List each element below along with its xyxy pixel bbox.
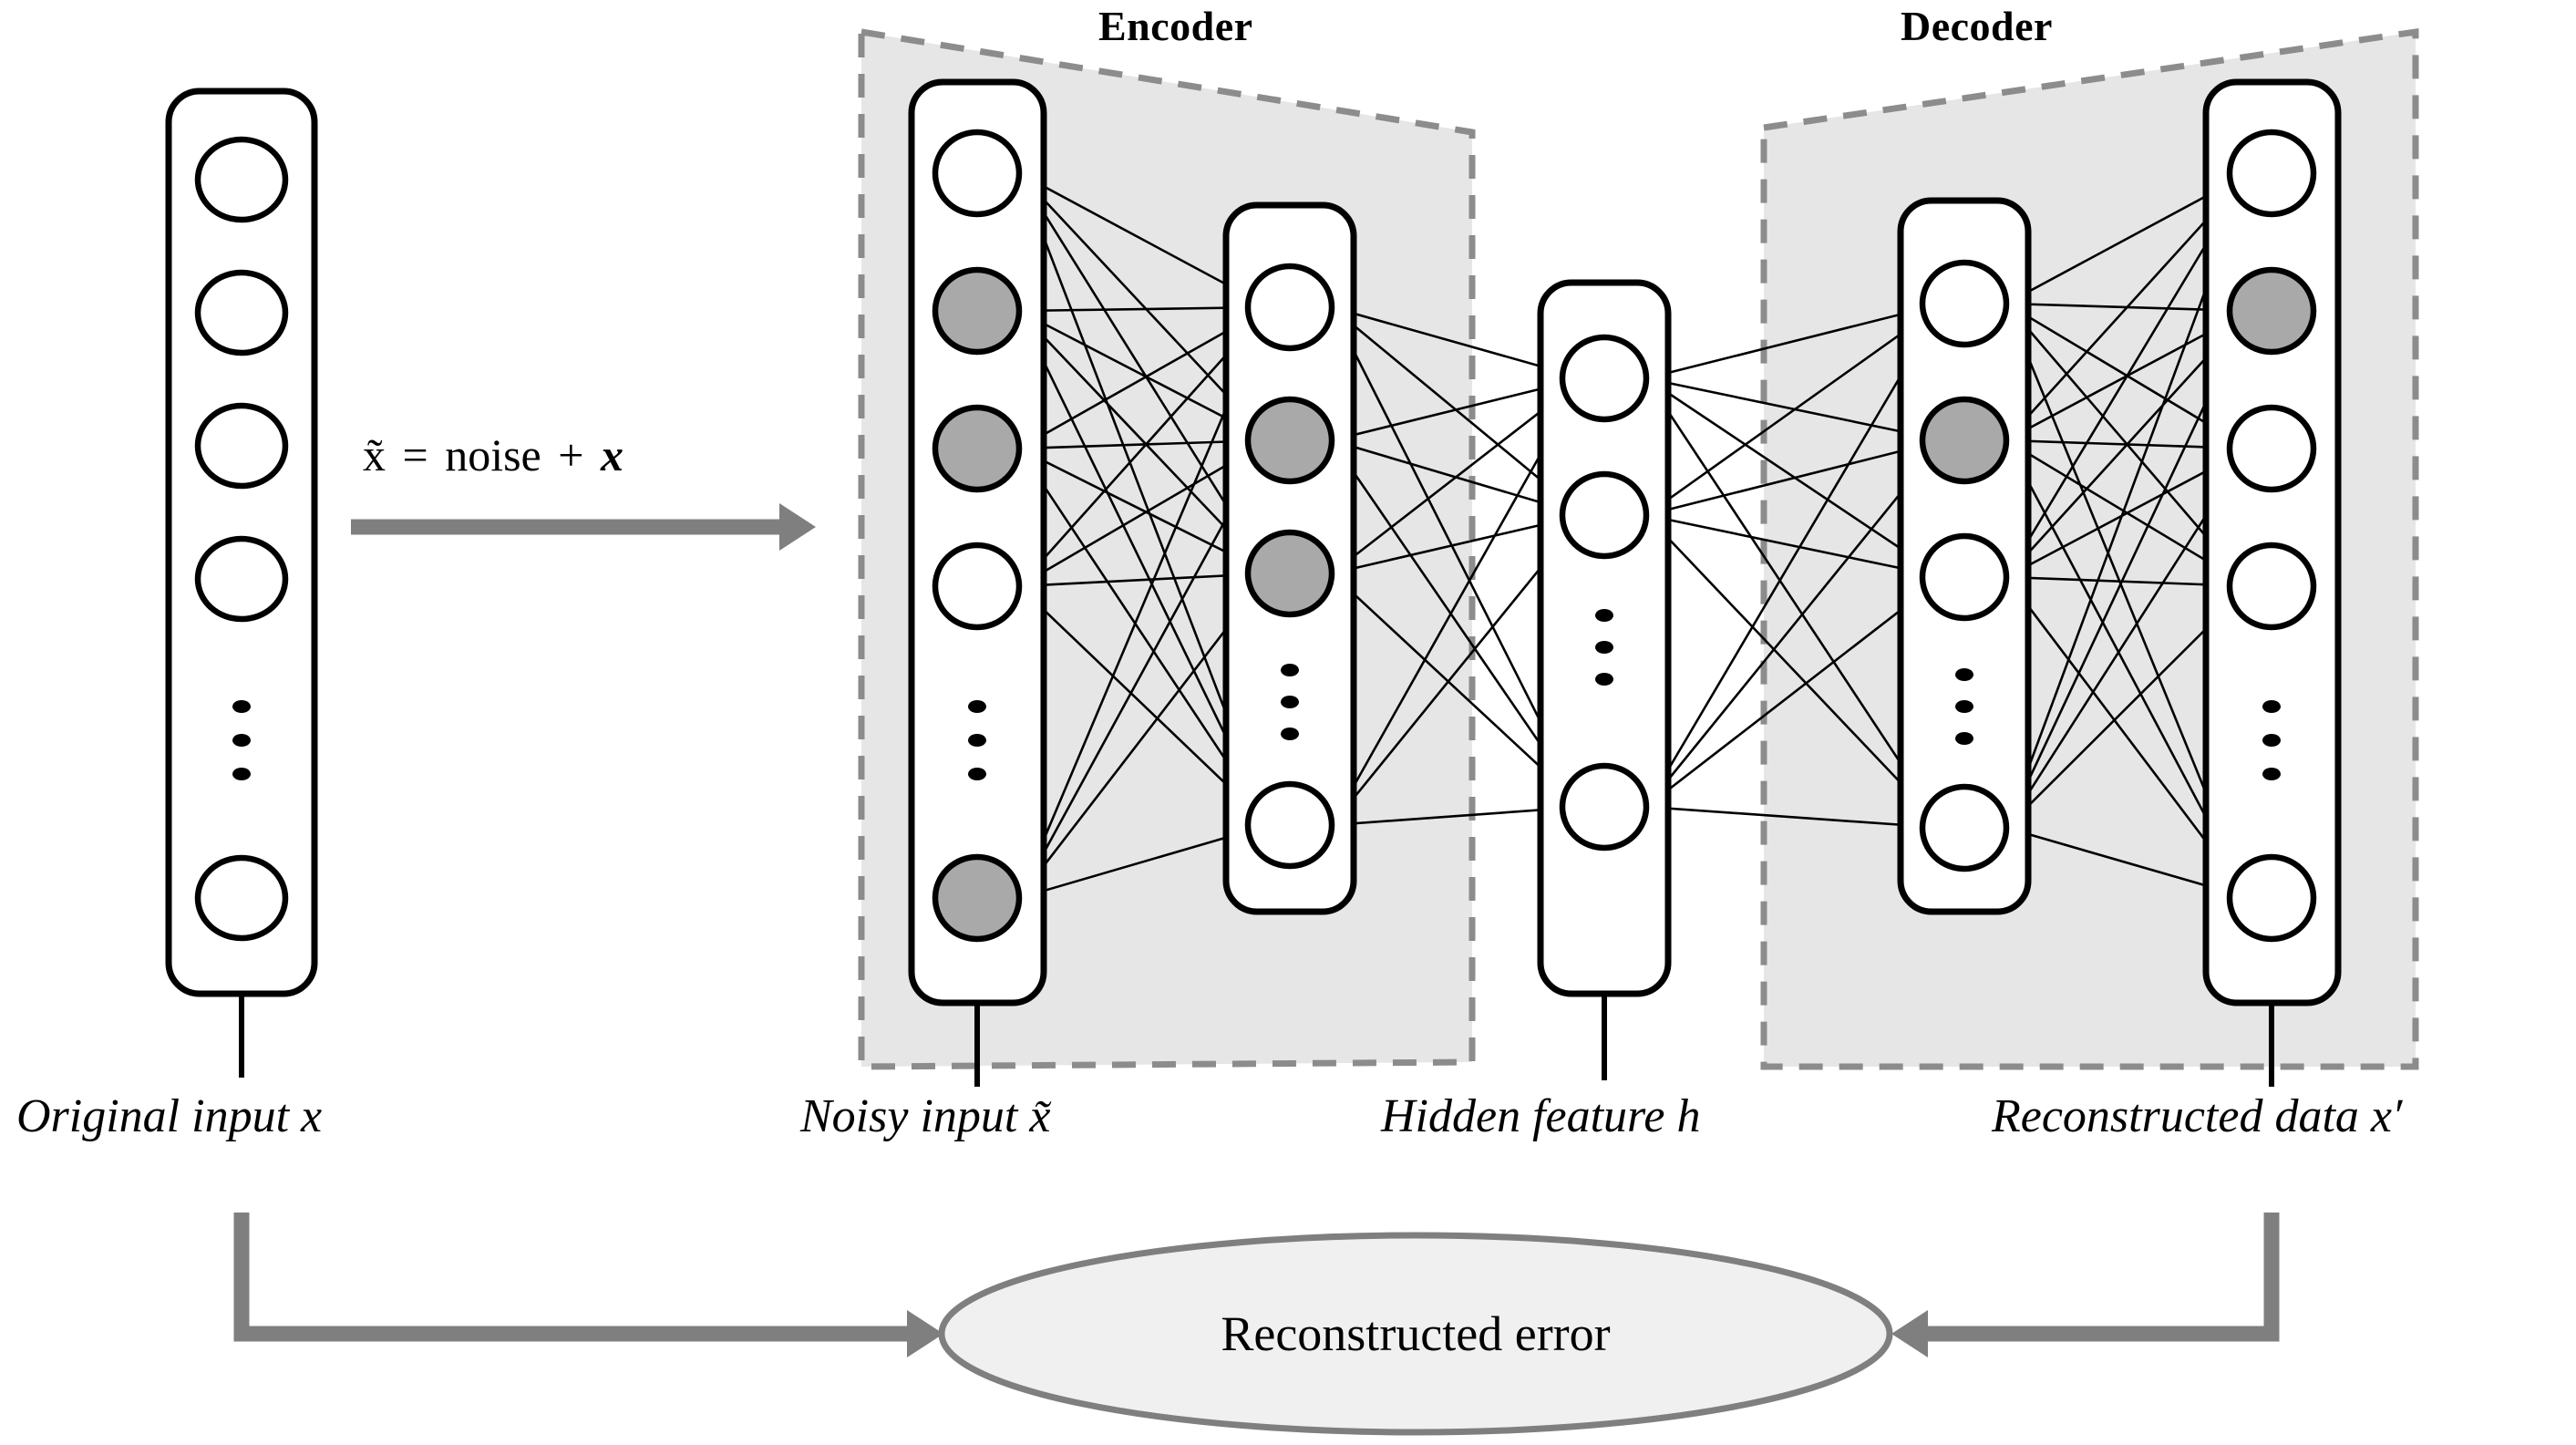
edges-bottleneck-to-dec-hidden	[1644, 302, 1945, 830]
neuron-node-noisy	[1244, 529, 1335, 618]
neuron-node	[1244, 780, 1335, 870]
neuron-node-noisy	[932, 853, 1023, 943]
vertical-ellipsis-icon	[1955, 668, 1973, 745]
original-input-layer[interactable]	[165, 88, 318, 1078]
neuron-node	[932, 129, 1023, 218]
equation-term-noise: noise	[445, 429, 541, 480]
neuron-node	[2226, 542, 2317, 631]
neuron-node-noisy	[1244, 396, 1335, 485]
neuron-node	[1559, 334, 1650, 423]
reconstructed-output-layer[interactable]	[2202, 78, 2342, 1087]
label-hidden-feature: Hidden feature h	[1381, 1090, 1701, 1142]
decoder-hidden-layer[interactable]	[1897, 197, 2032, 915]
encoder-hidden-layer[interactable]	[1222, 201, 1357, 915]
label-original-input: Original input x	[16, 1090, 323, 1142]
label-reconstructed-data: Reconstructed data x′	[1992, 1090, 2403, 1142]
neuron-node	[194, 136, 289, 223]
equation-term-x: x	[600, 429, 623, 480]
neuron-node	[1919, 783, 2010, 872]
neuron-node	[194, 269, 289, 356]
equation-lhs: x̃	[363, 429, 386, 480]
equation-equals: =	[402, 429, 428, 480]
vertical-ellipsis-icon	[2262, 700, 2281, 780]
neuron-node	[932, 542, 1023, 631]
neuron-node	[194, 535, 289, 623]
neuron-node	[1919, 259, 2010, 348]
noise-arrow	[351, 503, 816, 551]
vertical-ellipsis-icon	[1281, 664, 1299, 740]
neuron-node-noisy	[932, 266, 1023, 356]
noise-equation: x̃ = noise + x	[363, 428, 623, 481]
error-arrow-left	[233, 1213, 943, 1357]
reconstructed-error-ellipse[interactable]	[938, 1232, 1893, 1436]
neuron-node-noisy	[1919, 396, 2010, 485]
encoder-title: Encoder	[1098, 3, 1253, 49]
neuron-node	[2226, 129, 2317, 218]
error-arrow-right	[1891, 1213, 2280, 1357]
neuron-node	[1559, 762, 1650, 852]
reconstructed-error-label: Reconstructed error	[1221, 1306, 1611, 1361]
decoder-title: Decoder	[1901, 3, 2053, 49]
neuron-node	[1919, 532, 2010, 622]
neuron-node	[2226, 404, 2317, 493]
neuron-node	[1244, 263, 1335, 352]
neuron-node-noisy	[932, 404, 1023, 493]
vertical-ellipsis-icon	[1595, 609, 1613, 686]
neuron-node	[194, 402, 289, 490]
vertical-ellipsis-icon	[968, 700, 986, 780]
hidden-feature-layer[interactable]	[1537, 279, 1672, 1080]
neuron-node	[1559, 470, 1650, 560]
label-noisy-input: Noisy input x̃	[800, 1090, 1051, 1142]
neuron-node	[194, 854, 289, 942]
neuron-node	[2226, 853, 2317, 943]
noisy-input-layer[interactable]	[908, 78, 1047, 1087]
neuron-node-noisy	[2226, 266, 2317, 356]
vertical-ellipsis-icon	[232, 700, 251, 780]
equation-plus: +	[558, 429, 584, 480]
